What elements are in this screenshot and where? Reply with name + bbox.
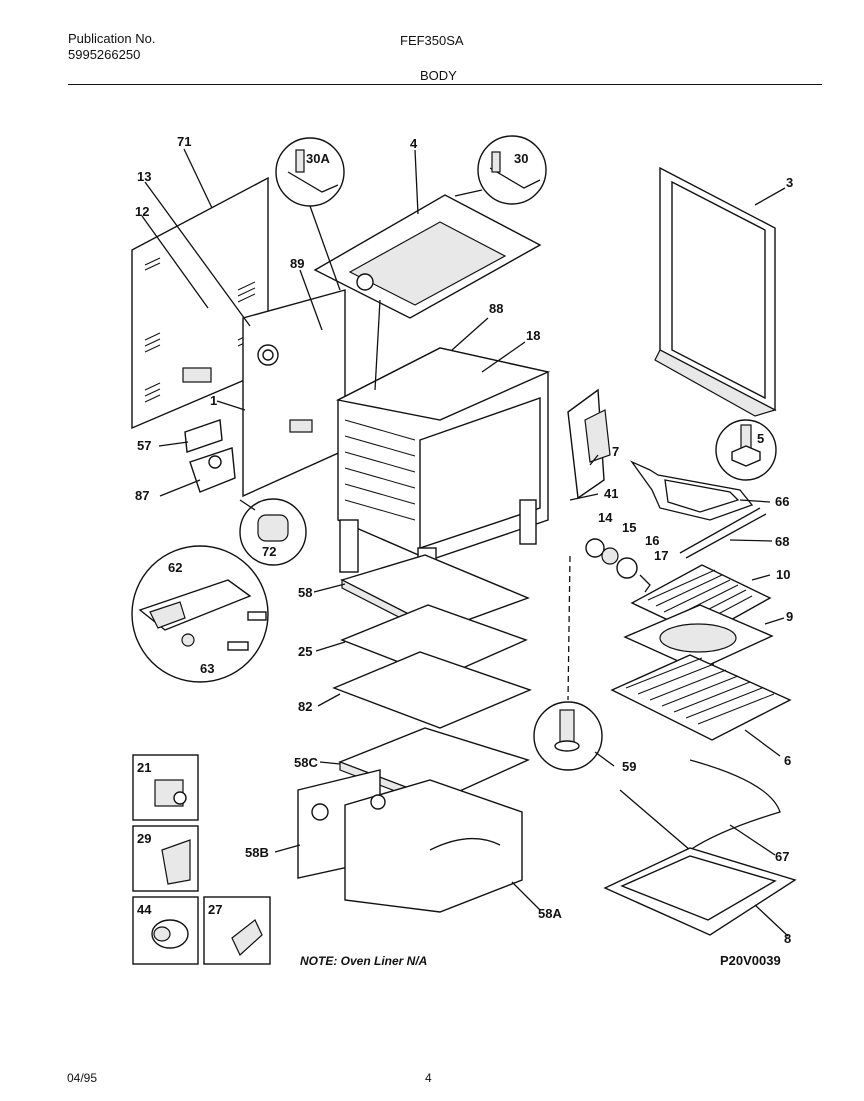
- detail-circle-30A: [275, 137, 345, 207]
- callout-29: 29: [137, 831, 151, 846]
- callout-6: 6: [784, 753, 791, 768]
- callout-67: 67: [775, 849, 789, 864]
- publication-label: Publication No.: [68, 31, 156, 46]
- footer-date: 04/95: [67, 1071, 98, 1085]
- callout-labels: 71 13 12 1 57 87 72 89 30A 4 30 88 18 3 …: [135, 134, 793, 946]
- section-title: BODY: [420, 68, 457, 83]
- callout-41: 41: [604, 486, 618, 501]
- box-part-29: [132, 825, 199, 892]
- callout-62: 62: [168, 560, 182, 575]
- callout-82: 82: [298, 699, 312, 714]
- callout-63: 63: [200, 661, 214, 676]
- drawing-code: P20V0039: [720, 953, 781, 968]
- model-number: FEF350SA: [400, 33, 464, 48]
- callout-71: 71: [177, 134, 191, 149]
- broiler-pan: [623, 604, 774, 671]
- oven-door: [654, 166, 777, 417]
- header-rule: [68, 84, 822, 85]
- callout-57: 57: [137, 438, 151, 453]
- callout-58C: 58C: [294, 755, 318, 770]
- detail-circle-30: [477, 135, 547, 205]
- callout-7: 7: [612, 444, 619, 459]
- page-number: 4: [425, 1071, 432, 1085]
- panel-82: [332, 651, 532, 729]
- callout-5: 5: [757, 431, 764, 446]
- callout-66: 66: [775, 494, 789, 509]
- callout-4: 4: [410, 136, 418, 151]
- warmer-element: [619, 759, 781, 851]
- door-hinge: [567, 388, 611, 500]
- publication-number: 5995266250: [68, 47, 141, 62]
- oven-light-assembly: [585, 538, 651, 593]
- callout-10: 10: [776, 567, 790, 582]
- callout-59: 59: [622, 759, 636, 774]
- broil-element: [679, 507, 767, 559]
- callout-87: 87: [135, 488, 149, 503]
- callout-18: 18: [526, 328, 540, 343]
- callout-16: 16: [645, 533, 659, 548]
- callout-8: 8: [784, 931, 791, 946]
- callout-15: 15: [622, 520, 636, 535]
- insulation-wrap: [297, 769, 523, 913]
- callout-58: 58: [298, 585, 312, 600]
- callout-3: 3: [786, 175, 793, 190]
- detail-circle-leveler: [715, 419, 777, 481]
- callout-68: 68: [775, 534, 789, 549]
- callout-44: 44: [137, 902, 152, 917]
- callout-58B: 58B: [245, 845, 269, 860]
- callout-30: 30: [514, 151, 528, 166]
- callout-27: 27: [208, 902, 222, 917]
- detail-circle-terminal-block: [131, 545, 269, 683]
- callout-88: 88: [489, 301, 503, 316]
- back-panel: [131, 176, 269, 430]
- leader-lines: [141, 148, 789, 937]
- callout-30A: 30A: [306, 151, 330, 166]
- callout-1: 1: [210, 393, 217, 408]
- callout-58A: 58A: [538, 906, 562, 921]
- box-part-27: [203, 896, 271, 965]
- oven-liner-note: NOTE: Oven Liner N/A: [300, 954, 427, 968]
- bracket-assembly: [184, 419, 236, 493]
- callout-12: 12: [135, 204, 149, 219]
- callout-72: 72: [262, 544, 276, 559]
- callout-9: 9: [786, 609, 793, 624]
- callout-21: 21: [137, 760, 151, 775]
- cooktop-frame: [313, 194, 542, 319]
- detail-circle-59: [533, 701, 603, 771]
- box-part-21: [132, 754, 199, 821]
- callout-25: 25: [298, 644, 312, 659]
- callout-17: 17: [654, 548, 668, 563]
- box-part-44: [132, 896, 199, 965]
- oven-bottom: [603, 847, 797, 936]
- bake-element: [630, 460, 754, 521]
- wiring-panel: [242, 289, 346, 498]
- oven-rack: [610, 654, 792, 741]
- detail-circle-72: [239, 498, 307, 566]
- callout-89: 89: [290, 256, 304, 271]
- oven-cabinet: [335, 347, 551, 607]
- callout-13: 13: [137, 169, 151, 184]
- callout-14: 14: [598, 510, 613, 525]
